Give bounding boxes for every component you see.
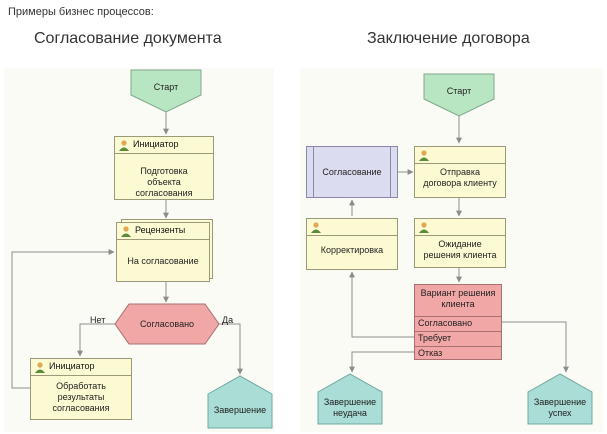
person-icon bbox=[311, 222, 321, 233]
client-decision-title: Вариант решения клиента bbox=[420, 288, 496, 309]
end-fail-label: Завершение неудача bbox=[323, 397, 377, 418]
correction-label: Корректировка bbox=[320, 245, 384, 255]
page-title: Примеры бизнес процессов: bbox=[8, 6, 154, 18]
initiator2-role-label: Инициатор bbox=[49, 361, 95, 371]
person-icon bbox=[119, 140, 129, 151]
person-icon bbox=[121, 226, 131, 237]
right-start-label: Старт bbox=[446, 86, 472, 96]
end-fail-shape bbox=[317, 373, 383, 425]
end-success-shape bbox=[527, 373, 593, 425]
edge-loop-back bbox=[11, 249, 115, 389]
edge-agreed-success bbox=[502, 321, 569, 373]
end-success-label: Завершение успех bbox=[533, 397, 587, 418]
left-end-shape bbox=[207, 375, 273, 429]
person-icon bbox=[419, 150, 429, 161]
label-no: Нет bbox=[90, 315, 106, 325]
decision-label: Согласовано bbox=[139, 319, 195, 329]
approval-label: Согласование bbox=[322, 166, 382, 177]
initiator-task-node[interactable]: Инициатор Подготовка объекта согласовани… bbox=[114, 136, 214, 200]
left-diagram-title: Согласование документа bbox=[34, 30, 222, 47]
reviewers-task-label: На согласование bbox=[127, 256, 199, 266]
process-results-label: Обработать результаты согласования bbox=[52, 381, 110, 413]
send-contract-node[interactable]: Отправка договора клиенту bbox=[414, 146, 506, 198]
edge-refusal-fail bbox=[349, 351, 414, 373]
label-yes: Да bbox=[222, 315, 234, 325]
left-start-shape bbox=[130, 69, 202, 113]
correction-node[interactable]: Корректировка bbox=[306, 218, 398, 270]
approval-subprocess-node[interactable]: Согласование bbox=[306, 146, 398, 198]
initiator-role-label: Инициатор bbox=[133, 139, 179, 149]
option-refusal[interactable]: Отказ bbox=[415, 346, 501, 360]
person-icon bbox=[35, 362, 45, 373]
edge-requires-correction bbox=[349, 271, 414, 338]
right-start-shape bbox=[423, 73, 495, 117]
client-decision-node: Вариант решения клиента Согласовано Треб… bbox=[414, 284, 502, 360]
edge-decision-no bbox=[77, 323, 115, 357]
wait-decision-label: Ожидание решения клиента bbox=[423, 239, 497, 260]
left-start-label: Старт bbox=[153, 82, 179, 92]
person-icon bbox=[419, 222, 429, 233]
process-results-node[interactable]: Инициатор Обработать результаты согласов… bbox=[30, 358, 132, 420]
edge-decision-yes bbox=[219, 323, 243, 375]
reviewers-task-node[interactable]: Рецензенты На согласование bbox=[116, 222, 210, 282]
wait-decision-node[interactable]: Ожидание решения клиента bbox=[414, 218, 506, 268]
left-end-label: Завершение bbox=[213, 405, 267, 415]
right-diagram-title: Заключение договора bbox=[367, 30, 530, 47]
initiator-task-label: Подготовка объекта согласования bbox=[135, 166, 193, 198]
reviewers-role-label: Рецензенты bbox=[135, 225, 186, 235]
option-requires[interactable]: Требует bbox=[415, 331, 501, 345]
option-agreed[interactable]: Согласовано bbox=[415, 316, 501, 330]
send-contract-label: Отправка договора клиенту bbox=[423, 167, 497, 188]
